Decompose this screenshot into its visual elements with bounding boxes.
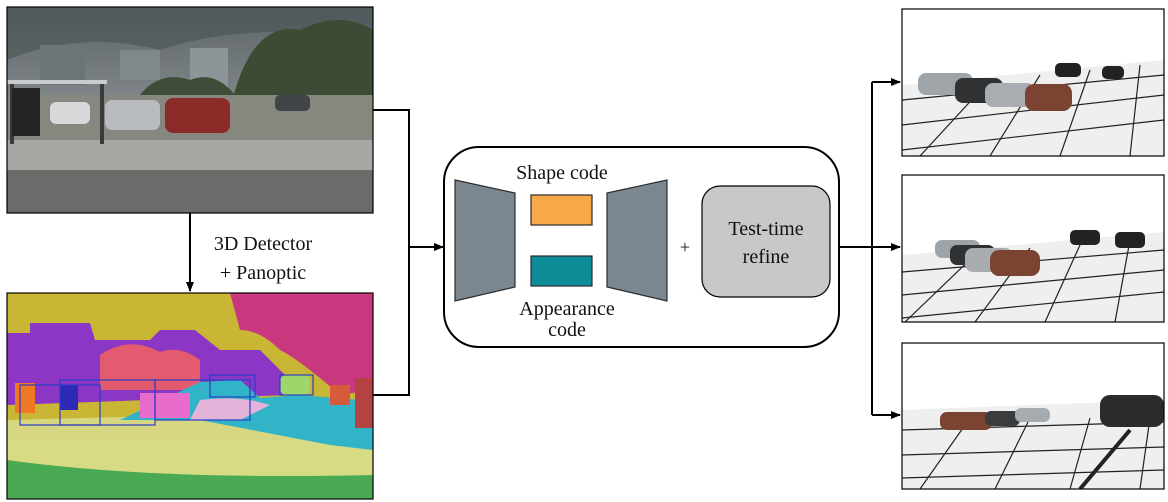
render-view-2-frame [901,174,1165,323]
render-view-1-frame [901,8,1165,157]
shape-code-label: Shape code [516,162,608,184]
input-photo [7,7,373,213]
shape-code-block [530,194,593,226]
refine-label-line1: Test-time [728,218,803,240]
appearance-label-line2: code [548,319,586,341]
render-view-2 [902,175,1164,322]
render-view-3-frame [901,342,1165,490]
detector-label-line1: 3D Detector [214,233,313,255]
decoder-block [606,179,668,302]
appearance-label-line1: Appearance [519,298,615,320]
encoder-block [454,179,516,302]
detector-label-line2: + Panoptic [220,262,306,284]
panoptic-segmentation [7,293,373,499]
render-view-1 [902,9,1164,156]
appearance-code-block [530,255,593,287]
test-time-refine-block [701,185,831,298]
input-bracket [373,109,410,396]
refine-label-line2: refine [743,246,790,268]
render-view-3 [902,343,1164,489]
plus-sign: + [680,237,690,257]
